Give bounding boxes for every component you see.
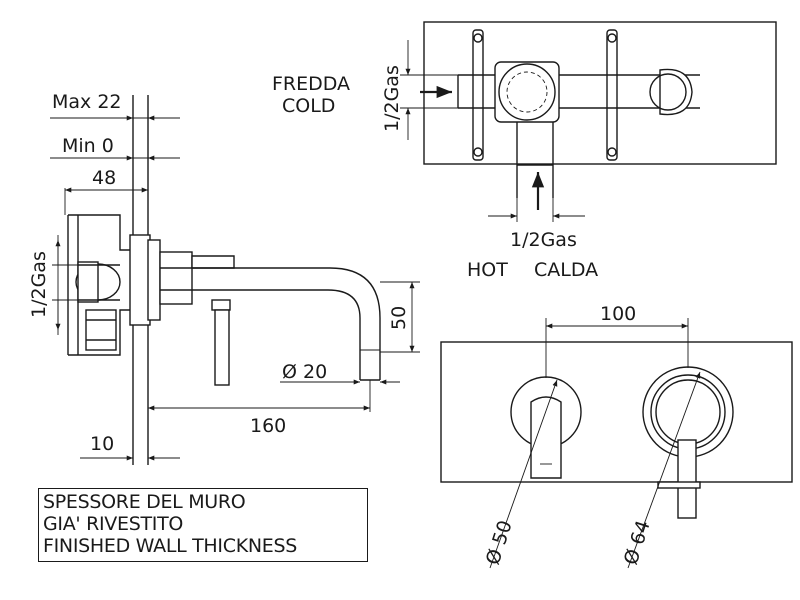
wall-thickness-note: SPESSORE DEL MURO GIA' RIVESTITO FINISHE… [38,488,368,562]
label-dia50: Ø 50 [482,518,517,568]
label-100: 100 [600,303,636,325]
label-max22: Max 22 [52,91,122,113]
label-50-vertical: 50 [388,306,410,330]
label-160: 160 [250,415,286,437]
top-view [400,21,777,222]
label-fredda: FREDDA [272,73,350,95]
label-48: 48 [92,167,116,189]
label-dia64: Ø 64 [620,518,655,568]
note-line-1: SPESSORE DEL MURO [43,491,246,513]
label-hot: HOT [467,259,508,281]
note-line-3: FINISHED WALL THICKNESS [43,535,297,557]
label-10: 10 [90,433,114,455]
side-view [50,95,420,465]
label-gas-top: 1/2Gas [381,65,403,132]
front-view [440,318,793,569]
label-dia20: Ø 20 [282,361,327,383]
label-gas-hot: 1/2Gas [510,229,577,251]
label-min0: Min 0 [62,135,114,157]
label-gas-left: 1/2Gas [28,251,50,318]
label-calda: CALDA [534,259,598,281]
label-cold: COLD [282,95,335,117]
note-line-2: GIA' RIVESTITO [43,513,184,535]
